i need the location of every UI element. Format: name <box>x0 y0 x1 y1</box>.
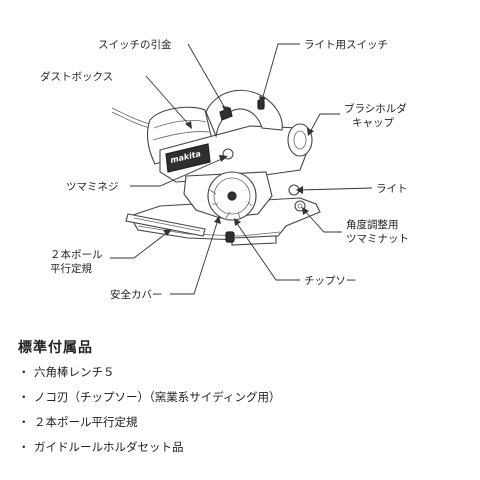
standard-accessories: 標準付属品 ・六角棒レンチ５ ・ノコ刃（チップソー）（窯業系サイディング用） ・… <box>18 337 468 460</box>
accessory-item: ノコ刃（チップソー）（窯業系サイディング用） <box>34 390 281 404</box>
accessory-item: 六角棒レンチ５ <box>34 365 115 379</box>
bullet: ・ <box>18 440 30 454</box>
accessories-list: ・六角棒レンチ５ ・ノコ刃（チップソー）（窯業系サイディング用） ・２本ポール平… <box>18 360 468 460</box>
accessory-item: ２本ポール平行定規 <box>34 415 138 429</box>
list-item: ・ ２本ポール平行定規 <box>18 410 468 435</box>
bullet: ・ <box>18 415 30 429</box>
label-light: ライト <box>376 183 408 195</box>
label-tip-saw: チップソー <box>304 275 357 287</box>
brush-holder-cap-shape <box>287 123 313 157</box>
label-safety-cover: 安全カバー <box>110 288 163 301</box>
label-two-pole-1: ２本ポール <box>50 248 103 261</box>
label-brush-holder-cap-1: ブラシホルダ <box>344 102 407 115</box>
bullet: ・ <box>18 365 30 379</box>
leader-lines <box>110 43 373 295</box>
accessories-heading: 標準付属品 <box>18 340 93 356</box>
label-two-pole-2: 平行定規 <box>50 262 92 275</box>
label-angle-nut-1: 角度調整用 <box>346 218 399 231</box>
accessory-item: ガイドルールホルダセット品 <box>34 440 184 454</box>
bullet: ・ <box>18 390 30 404</box>
diagram-labels: スイッチの引金 ライト用スイッチ ダストボックス ブラシホルダ キャップ ツマミ… <box>40 38 409 301</box>
label-light-switch: ライト用スイッチ <box>304 39 388 51</box>
circular-saw-illustration: makita <box>111 89 321 246</box>
label-dust-box: ダストボックス <box>40 70 113 83</box>
list-item: ・六角棒レンチ５ <box>18 360 468 385</box>
label-switch-trigger: スイッチの引金 <box>98 38 172 51</box>
label-brush-holder-cap-2: キャップ <box>352 117 394 129</box>
label-angle-nut-2: ツマミナット <box>346 233 409 245</box>
label-knob-screw: ツマミネジ <box>66 181 119 193</box>
parallel-ruler <box>125 213 277 246</box>
list-item: ・ノコ刃（チップソー）（窯業系サイディング用） <box>18 385 468 410</box>
power-cord <box>111 107 151 125</box>
makita-logo: makita <box>165 143 211 173</box>
list-item: ・ガイドルールホルダセット品 <box>18 435 468 460</box>
